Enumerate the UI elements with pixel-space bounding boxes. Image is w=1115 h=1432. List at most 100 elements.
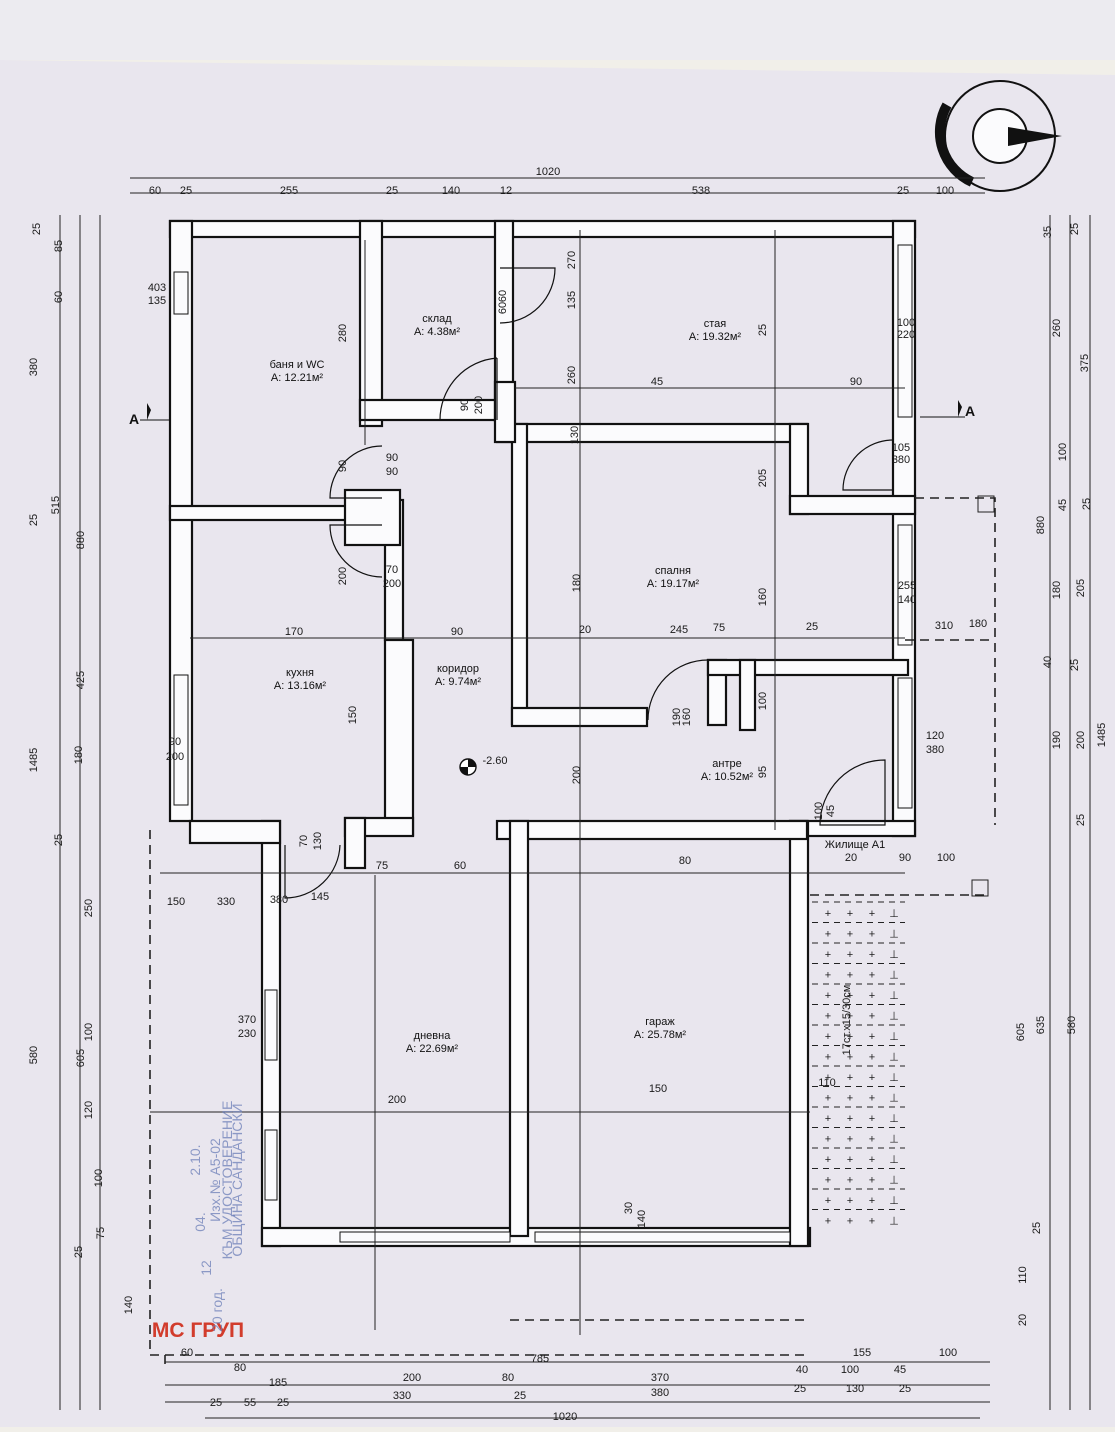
room-area: А: 13.16м²	[274, 680, 327, 692]
paper-sheet	[0, 60, 1115, 1427]
room-area: А: 25.78м²	[634, 1029, 687, 1041]
dim-interior: 135	[148, 295, 166, 307]
dim-top: 60	[149, 185, 161, 197]
stair-mark-icon: +	[869, 1134, 875, 1146]
dim-interior: 200	[383, 578, 401, 590]
dim-interior: 105	[892, 442, 910, 454]
stair-mark-icon: +	[869, 1154, 875, 1166]
office-stamp-text: 2.10.	[187, 1144, 203, 1175]
dim-right-b: 20	[1017, 1314, 1029, 1326]
stair-mark-icon: ⊥	[889, 1052, 899, 1064]
dim-bottom-inner: 55	[244, 1397, 256, 1409]
dim-interior: 135	[566, 291, 578, 309]
dim-bottom-inner: 25	[794, 1383, 806, 1395]
room-area: А: 22.69м²	[406, 1043, 459, 1055]
window-bedroom	[897, 524, 913, 646]
stair-mark-icon: +	[825, 929, 831, 941]
wall-kitchen-stub	[343, 816, 367, 870]
dim-interior: 330	[217, 896, 235, 908]
stair-mark-icon: ⊥	[889, 1175, 899, 1187]
stair-mark-icon: +	[847, 990, 853, 1002]
section-label-right: A	[965, 403, 975, 419]
window-kitchen	[173, 674, 189, 806]
dim-right-a: 635	[1035, 1016, 1047, 1034]
dim-interior: 380	[270, 894, 288, 906]
stair-mark-icon: +	[847, 1031, 853, 1043]
office-stamp-text: 12	[198, 1260, 214, 1276]
dim-interior: 90	[899, 852, 911, 864]
dim-bottom-inner: 380	[651, 1387, 669, 1399]
stair-mark-icon: +	[847, 1216, 853, 1228]
stair-mark-icon: +	[825, 1011, 831, 1023]
stair-mark-icon: ⊥	[889, 1154, 899, 1166]
stair-mark-icon: ⊥	[889, 1072, 899, 1084]
stair-mark-icon: ⊥	[889, 1216, 899, 1228]
stair-mark-icon: +	[825, 1175, 831, 1187]
dim-top-total: 1020	[536, 166, 560, 178]
dim-bottom-mid: 370	[651, 1372, 669, 1384]
dim-left-outer: 380	[28, 358, 40, 376]
dim-bottom-inner: 25	[277, 1397, 289, 1409]
door-bedroom	[647, 659, 709, 721]
stair-mark-icon: +	[847, 1195, 853, 1207]
room-area: А: 19.32м²	[689, 331, 742, 343]
dim-right-b: 205	[1075, 579, 1087, 597]
dim-left-outer: 580	[28, 1046, 40, 1064]
section-marker-left-icon	[140, 403, 170, 421]
dim-left-b: 25	[31, 223, 43, 235]
stair-mark-icon: ⊥	[889, 1031, 899, 1043]
dim-right-b: 190	[1051, 731, 1063, 749]
wall-bath-right	[358, 219, 384, 428]
dim-interior: 160	[681, 708, 693, 726]
office-stamp-text: Изх.№ А5-02	[207, 1138, 223, 1222]
dim-interior: 180	[969, 618, 987, 630]
dim-top: 25	[386, 185, 398, 197]
dim-left-a: 425	[75, 671, 87, 689]
dim-right-a: 605	[1015, 1023, 1027, 1041]
terrace-outline	[149, 495, 996, 1370]
dim-left-outer: 1485	[28, 748, 40, 772]
dim-interior: 25	[757, 324, 769, 336]
dim-interior: 30	[623, 1202, 635, 1214]
dim-interior: 150	[347, 706, 359, 724]
level-marker-icon	[459, 758, 477, 776]
dim-interior: 380	[926, 744, 944, 756]
dim-left-b: 250	[83, 899, 95, 917]
room-name: кухня	[286, 667, 314, 679]
dim-bottom-inner: 25	[514, 1390, 526, 1402]
stair-mark-icon: ⊥	[889, 908, 899, 920]
dim-left-b: 100	[93, 1169, 105, 1187]
dim-right-b: 40	[1042, 656, 1054, 668]
office-stamp-text: ОБЩИНА САНДАНСКИ	[229, 1103, 245, 1256]
room-name: спалня	[655, 565, 691, 577]
dim-left-b: 60	[53, 291, 65, 303]
dim-interior: 45	[825, 805, 837, 817]
dim-left-b: 25	[53, 834, 65, 846]
stair-mark-icon: +	[847, 929, 853, 941]
door-room	[842, 439, 894, 491]
stair-mark-icon: ⊥	[889, 1093, 899, 1105]
dim-right-outer: 1485	[1096, 723, 1108, 747]
dim-interior: 220	[897, 329, 915, 341]
stair-mark-icon: +	[869, 1216, 875, 1228]
room-name: коридор	[437, 663, 479, 675]
doors	[284, 267, 894, 899]
stair-mark-icon: +	[847, 1154, 853, 1166]
dim-right-b: 45	[1057, 499, 1069, 511]
stair-mark-icon: +	[869, 1195, 875, 1207]
dim-interior: 120	[926, 730, 944, 742]
wall-entrance-top	[706, 658, 910, 677]
stair-mark-icon: +	[847, 1175, 853, 1187]
dim-left-b: 25	[73, 1246, 85, 1258]
dim-interior: 200	[473, 396, 485, 414]
dim-interior: 230	[238, 1028, 256, 1040]
dim-interior: 20	[845, 852, 857, 864]
wall-room-bedroom	[495, 422, 809, 444]
dim-right-b: 580	[1066, 1016, 1078, 1034]
dim-interior: 403	[148, 282, 166, 294]
dim-interior: 100	[757, 692, 769, 710]
dim-right-b: 25	[1069, 659, 1081, 671]
dim-bottom-outer: 80	[234, 1362, 246, 1374]
stair-mark-icon: +	[825, 1113, 831, 1125]
dim-interior: 60	[497, 302, 509, 314]
